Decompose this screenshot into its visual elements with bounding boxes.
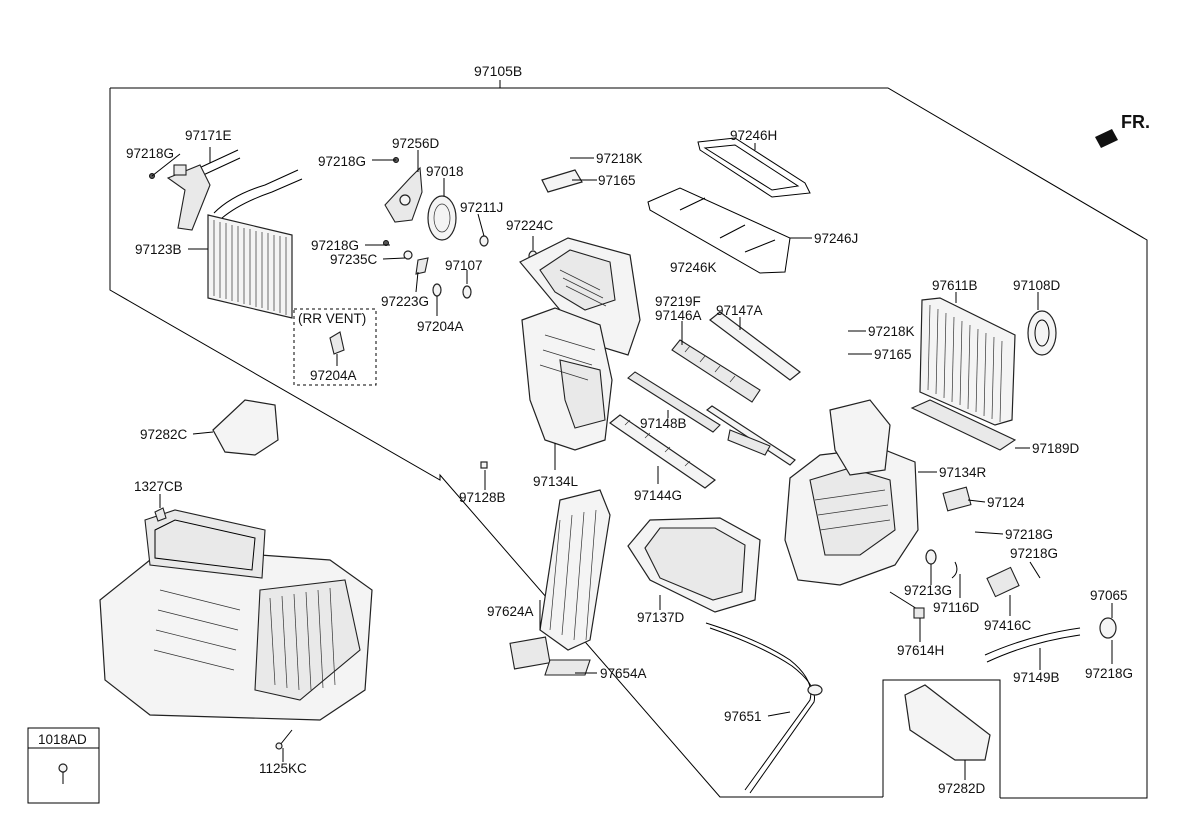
label-97218G-f: 97218G [1085,666,1133,681]
label-97124: 97124 [987,495,1025,510]
label-97065: 97065 [1090,588,1128,603]
rr-vent-label: (RR VENT) [298,311,366,326]
duct-seal-97654A [544,659,591,676]
left-case [521,307,613,451]
evaporator-gasket [1027,310,1057,356]
label-97224C: 97224C [506,218,554,233]
leader-lines [151,143,1113,780]
label-97123B: 97123B [135,242,182,257]
label-97246H: 97246H [730,128,777,143]
label-97134R: 97134R [939,465,987,480]
actuator-97124 [942,486,972,512]
part-labels: 97171E 97218G 97123B 97256D 97218G 97018… [126,128,1133,796]
label-97246K: 97246K [670,260,717,275]
link-rod [705,405,796,466]
rear-duct-97282C [212,399,279,456]
label-97246J: 97246J [814,231,858,246]
filter-cover-97246H [697,137,811,198]
assembly-boundary [109,80,1148,799]
label-97128B: 97128B [459,490,506,505]
actuator-bracket [384,166,423,223]
label-97219F: 97219F [655,294,701,309]
label-97651: 97651 [724,709,762,724]
label-97416C: 97416C [984,618,1032,633]
upper-case [519,237,641,356]
door-strip-97148B [627,371,721,433]
legend-code: 1018AD [38,732,87,747]
label-97144G: 97144G [634,488,682,503]
label-97134L: 97134L [533,474,579,489]
label-97108D: 97108D [1013,278,1061,293]
label-97018: 97018 [426,164,464,179]
door-strip-97146A [671,339,761,403]
label-97149B: 97149B [1013,670,1060,685]
front-direction-label: FR. [1121,112,1150,132]
label-97218G-a: 97218G [126,146,174,161]
label-97204A-b: 97204A [310,368,357,383]
actuator-97416C [986,566,1020,598]
screw-icon [58,763,68,784]
assembly-overview [99,509,373,721]
label-97146A: 97146A [655,308,702,323]
label-97218K-a: 97218K [596,151,643,166]
right-case [784,399,919,586]
bolt-1327CB [154,507,167,522]
legend-box [27,727,100,804]
label-97148B: 97148B [640,416,687,431]
drain-hose-97651 [705,622,823,794]
label-97282D: 97282D [938,781,986,796]
heater-core-bracket [166,164,211,231]
rr-vent-clip [329,331,345,355]
mode-duct [541,169,583,193]
clip-97128B [480,461,488,469]
rr-vent-inset [293,308,377,386]
label-97189D: 97189D [1032,441,1080,456]
label-97171E: 97171E [185,128,232,143]
label-1327CB: 1327CB [134,479,183,494]
door-strip-97147A [709,311,801,381]
label-97218G-b: 97218G [318,154,366,169]
label-97256D: 97256D [392,136,440,151]
label-97137D: 97137D [637,610,685,625]
sensor-97614H [889,591,925,619]
label-97611B: 97611B [932,278,978,293]
evaporator-seal-97189D [910,399,1017,451]
label-97165-a: 97165 [598,173,636,188]
label-97165-b: 97165 [874,347,912,362]
evaporator-core [919,297,1016,426]
label-97218G-c: 97218G [311,238,359,253]
floor-duct-97624A [509,489,611,670]
label-97282C: 97282C [140,427,188,442]
filter-frame-97246K [647,187,791,274]
front-direction-arrow-icon [1095,129,1118,148]
label-97218G-e: 97218G [1010,546,1058,561]
label-97614H: 97614H [897,643,944,658]
screw-1125KC [275,729,293,750]
label-1125KC: 1125KC [259,761,307,776]
label-97211J: 97211J [460,200,503,215]
label-97147A: 97147A [716,303,763,318]
label-97654A: 97654A [600,666,647,681]
door-strip-97144G [608,414,717,489]
assembly-label: 97105B [474,63,522,79]
actuator-gear [427,195,457,241]
lower-case-97137D [627,517,761,613]
label-97107: 97107 [445,258,483,273]
label-97218K-b: 97218K [868,324,915,339]
rear-duct-97282D [904,684,991,761]
drain-hose-97149B [984,617,1117,663]
label-97204A-a: 97204A [417,319,464,334]
label-97223G: 97223G [381,294,429,309]
label-97235C: 97235C [330,252,378,267]
label-97213G: 97213G [904,583,952,598]
label-97116D: 97116D [933,600,980,615]
label-97218G-d: 97218G [1005,527,1053,542]
label-97624A: 97624A [487,604,534,619]
